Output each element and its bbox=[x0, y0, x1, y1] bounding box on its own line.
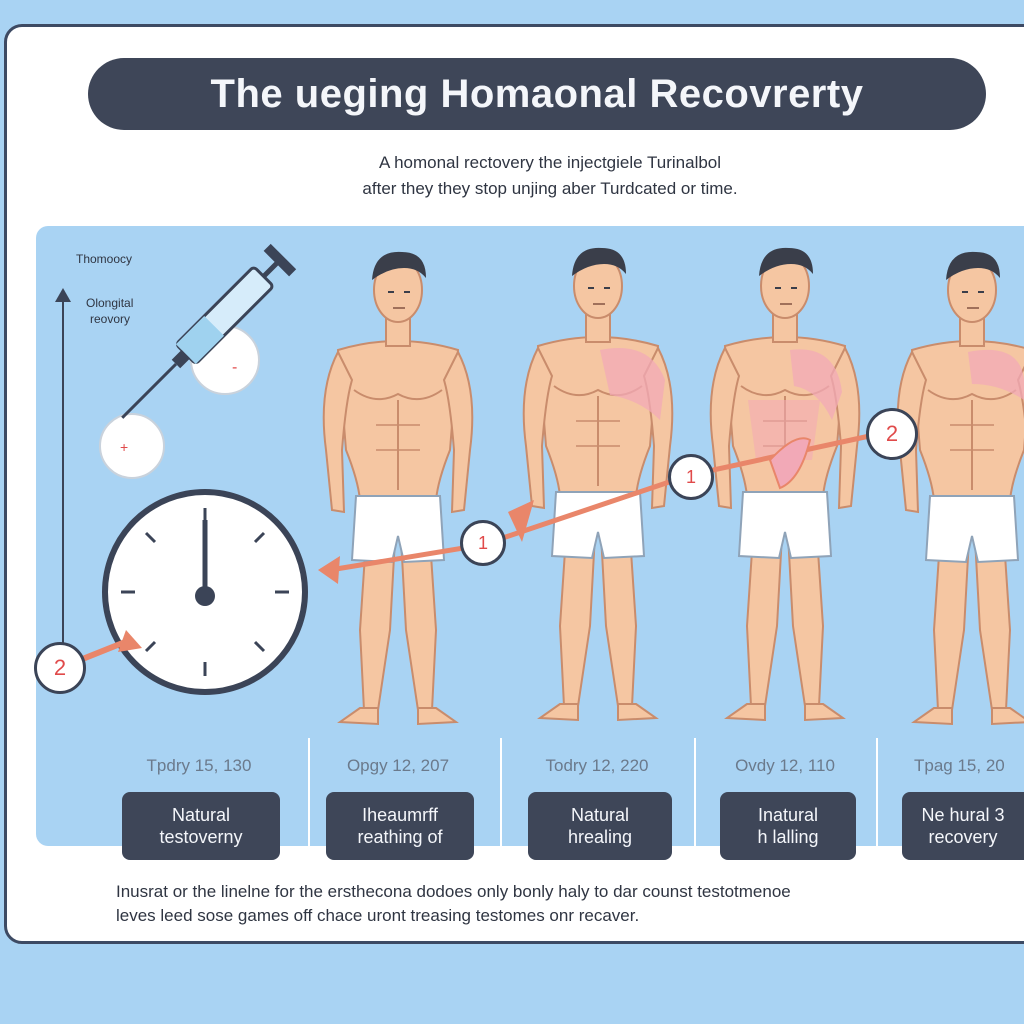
marker-first: 1 bbox=[460, 520, 506, 566]
stage-badge-3: Natural hrealing bbox=[528, 792, 672, 860]
footnote-line-1: Inusrat or the linelne for the ersthecon… bbox=[116, 882, 791, 901]
footnote-line-2: leves leed sose games off chace uront tr… bbox=[116, 906, 640, 925]
stage-badge-3-line-2: hrealing bbox=[567, 827, 633, 847]
footnote: Inusrat or the linelne for the ersthecon… bbox=[116, 880, 996, 928]
stage-badge-5: Ne hural 3 recovery bbox=[902, 792, 1024, 860]
stage-divider bbox=[694, 738, 696, 862]
human-figure-2 bbox=[522, 246, 674, 721]
marker-second: 1 bbox=[668, 454, 714, 500]
stage-badge-2: Iheaumrff reathing of bbox=[326, 792, 474, 860]
stage-badge-2-line-2: reathing of bbox=[357, 827, 443, 847]
marker-clock: 2 bbox=[34, 642, 86, 694]
stage-badge-5-line-2: recovery bbox=[928, 827, 998, 847]
stage-date-1: Tpdry 15, 130 bbox=[146, 756, 252, 775]
subtitle-line-1: A homonal rectovery the injectgiele Turi… bbox=[378, 153, 722, 172]
stage-badge-1: Natural testoverny bbox=[122, 792, 280, 860]
stage-badge-4-line-1: Inatural bbox=[757, 805, 819, 825]
stage-badge-2-line-1: Iheaumrff bbox=[362, 805, 438, 825]
stage-badge-5-line-1: Ne hural 3 bbox=[921, 805, 1005, 825]
stage-date-3: Todry 12, 220 bbox=[545, 756, 649, 775]
axis-bottom-label-2: reovory bbox=[90, 312, 131, 326]
clock-icon bbox=[102, 489, 308, 695]
stage-badge-1-line-1: Natural bbox=[171, 805, 231, 825]
human-figure-4 bbox=[896, 250, 1024, 725]
human-figure-1 bbox=[322, 250, 474, 725]
subtitle: A homonal rectovery the injectgiele Turi… bbox=[180, 150, 920, 202]
stage-divider bbox=[876, 738, 878, 862]
svg-text:-: - bbox=[232, 359, 237, 376]
page-title: The ueging Homaonal Recovrerty bbox=[88, 58, 986, 130]
stage-divider bbox=[308, 738, 310, 862]
subtitle-line-2: after they they stop unjing aber Turdcat… bbox=[362, 179, 738, 198]
vertical-axis bbox=[62, 290, 64, 656]
stage-badge-3-line-1: Natural bbox=[570, 805, 630, 825]
stage-date-2: Opgy 12, 207 bbox=[346, 756, 450, 775]
stage-badge-4: Inatural h lalling bbox=[720, 792, 856, 860]
axis-arrow-icon bbox=[55, 288, 71, 302]
stage-date-4: Ovdy 12, 110 bbox=[735, 756, 835, 775]
stage-date-5: Tpag 15, 20 bbox=[914, 756, 1005, 775]
axis-top-label: Thomoocy bbox=[76, 252, 133, 266]
stage-badge-4-line-2: h lalling bbox=[757, 827, 819, 847]
syringe-icon: + - bbox=[99, 243, 297, 479]
marker-third: 2 bbox=[866, 408, 918, 460]
stage-badge-1-line-2: testoverny bbox=[159, 827, 243, 847]
axis-bottom-label-1: Olongital bbox=[86, 296, 134, 310]
stage-divider bbox=[500, 738, 502, 862]
svg-text:+: + bbox=[120, 439, 128, 455]
